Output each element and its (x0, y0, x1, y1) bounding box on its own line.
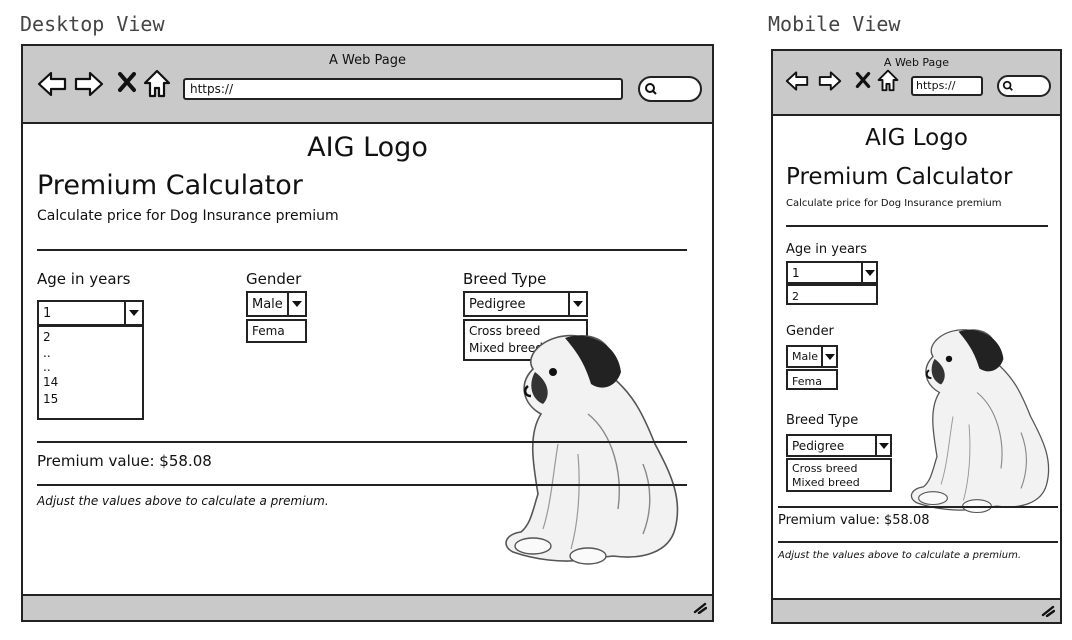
breed-label: Breed Type (463, 270, 547, 288)
mobile-toolbar: A Web Page https:// (773, 51, 1060, 116)
chevron-down-icon[interactable] (821, 347, 836, 366)
search-field[interactable] (997, 75, 1051, 97)
window-title: A Web Page (329, 53, 406, 68)
search-icon (1002, 80, 1013, 91)
desktop-toolbar: A Web Page https:// (23, 46, 712, 124)
gender-select[interactable]: Male (246, 291, 307, 317)
forward-arrow-icon[interactable] (74, 70, 104, 98)
forward-arrow-icon[interactable] (818, 70, 842, 92)
mobile-browser-window: A Web Page https:// AIG Logo Premium Cal… (771, 49, 1062, 624)
home-icon[interactable] (877, 68, 899, 92)
age-selected-value: 1 (792, 265, 800, 280)
breed-label: Breed Type (786, 413, 859, 428)
list-item[interactable]: Fema (792, 375, 822, 388)
gender-select[interactable]: Male (786, 345, 838, 368)
window-title: A Web Page (883, 56, 950, 69)
chevron-down-icon[interactable] (124, 302, 142, 324)
list-item[interactable]: .. (43, 346, 51, 360)
url-input[interactable]: https:// (911, 76, 983, 96)
list-item[interactable]: .. (43, 360, 51, 374)
list-item[interactable]: Cross breed (469, 324, 541, 338)
dog-image (910, 329, 1050, 514)
logo: AIG Logo (865, 125, 968, 151)
age-options-list: 2 .. .. 14 15 (37, 325, 144, 420)
gender-options-list: Fema (786, 369, 838, 390)
hint-text: Adjust the values above to calculate a p… (778, 550, 1022, 561)
list-item[interactable]: 15 (43, 392, 59, 406)
chevron-down-icon[interactable] (861, 263, 876, 282)
age-options-list: 2 (786, 284, 878, 305)
age-label: Age in years (37, 270, 131, 288)
gender-options-list: Fema (246, 319, 307, 343)
divider (37, 441, 687, 443)
list-item[interactable]: Mixed breed (792, 476, 860, 489)
divider (37, 484, 687, 486)
gender-label: Gender (246, 270, 302, 288)
gender-selected-value: Male (792, 350, 819, 363)
hint-text: Adjust the values above to calculate a p… (37, 494, 329, 508)
page-subtitle: Calculate price for Dog Insurance premiu… (786, 198, 1002, 209)
age-select[interactable]: 1 (786, 261, 878, 284)
chevron-down-icon[interactable] (287, 293, 305, 315)
home-icon[interactable] (143, 68, 171, 98)
page-subtitle: Calculate price for Dog Insurance premiu… (37, 208, 339, 224)
chevron-down-icon[interactable] (568, 293, 586, 315)
desktop-browser-window: A Web Page https:// AIG Logo Premium Cal… (21, 44, 714, 622)
close-x-icon[interactable] (855, 71, 871, 89)
divider (37, 249, 687, 251)
page-title: Premium Calculator (37, 170, 303, 201)
age-select[interactable]: 1 (37, 300, 144, 326)
breed-select[interactable]: Pedigree (786, 434, 892, 457)
breed-selected-value: Pedigree (469, 296, 526, 312)
desktop-status-bar (23, 594, 712, 620)
resize-grip-icon[interactable] (693, 601, 707, 614)
gender-selected-value: Male (252, 296, 283, 312)
list-item[interactable]: 2 (43, 330, 51, 344)
search-field[interactable] (638, 76, 702, 102)
age-selected-value: 1 (43, 305, 52, 321)
back-arrow-icon[interactable] (785, 70, 809, 92)
mobile-status-bar (773, 598, 1060, 622)
divider (778, 506, 1058, 508)
close-x-icon[interactable] (117, 71, 137, 93)
age-label: Age in years (786, 242, 868, 257)
url-input[interactable]: https:// (183, 78, 623, 100)
back-arrow-icon[interactable] (37, 70, 67, 98)
divider (786, 225, 1048, 227)
resize-grip-icon[interactable] (1041, 604, 1055, 617)
list-item[interactable]: Cross breed (792, 462, 858, 475)
page-title: Premium Calculator (786, 164, 1013, 190)
list-item[interactable]: 2 (792, 290, 799, 303)
breed-options-list: Cross breed Mixed breed (786, 458, 892, 492)
list-item[interactable]: 14 (43, 375, 59, 389)
chevron-down-icon[interactable] (875, 436, 890, 455)
logo: AIG Logo (307, 132, 428, 163)
dog-image (505, 334, 679, 565)
breed-selected-value: Pedigree (792, 438, 845, 453)
list-item[interactable]: Mixed breed (469, 341, 543, 355)
divider (778, 541, 1058, 543)
mobile-view-label: Mobile View (768, 12, 901, 36)
desktop-view-label: Desktop View (20, 12, 165, 36)
gender-label: Gender (786, 324, 834, 339)
list-item[interactable]: Fema (252, 324, 285, 338)
premium-value-text: Premium value: $58.08 (778, 513, 930, 528)
premium-value-text: Premium value: $58.08 (37, 452, 212, 470)
breed-select[interactable]: Pedigree (463, 291, 588, 317)
search-icon (645, 83, 657, 95)
